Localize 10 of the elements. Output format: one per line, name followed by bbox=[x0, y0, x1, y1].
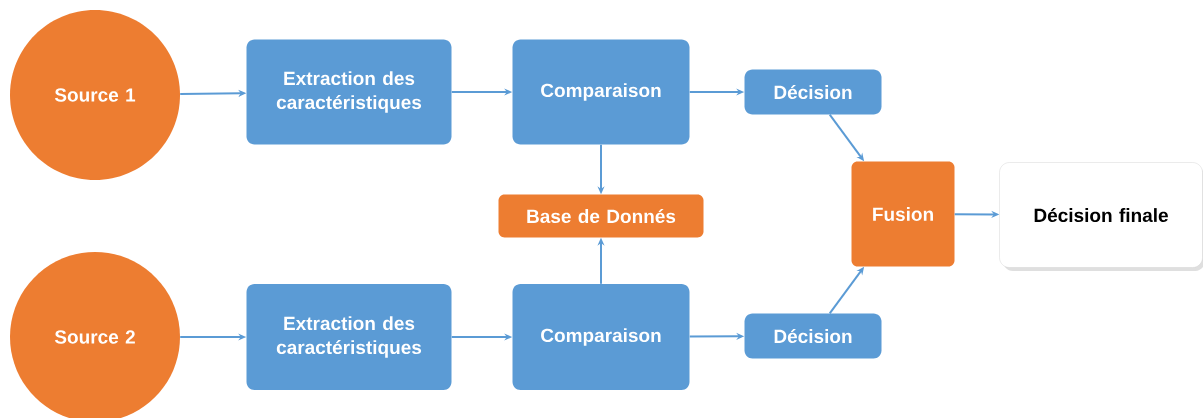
result-box: Décision finale bbox=[999, 162, 1203, 268]
node-label: Décision finale bbox=[1034, 207, 1168, 223]
process-box: Base de Donnés bbox=[498, 194, 704, 238]
process-box: Extraction des caractéristiques bbox=[246, 39, 452, 145]
process-box: Comparaison bbox=[512, 39, 690, 145]
process-box: Comparaison bbox=[512, 284, 690, 390]
process-box: Extraction des caractéristiques bbox=[246, 284, 452, 390]
process-box: Décision bbox=[744, 313, 882, 359]
process-box: Fusion bbox=[851, 161, 955, 267]
process-box: Décision bbox=[744, 69, 882, 115]
